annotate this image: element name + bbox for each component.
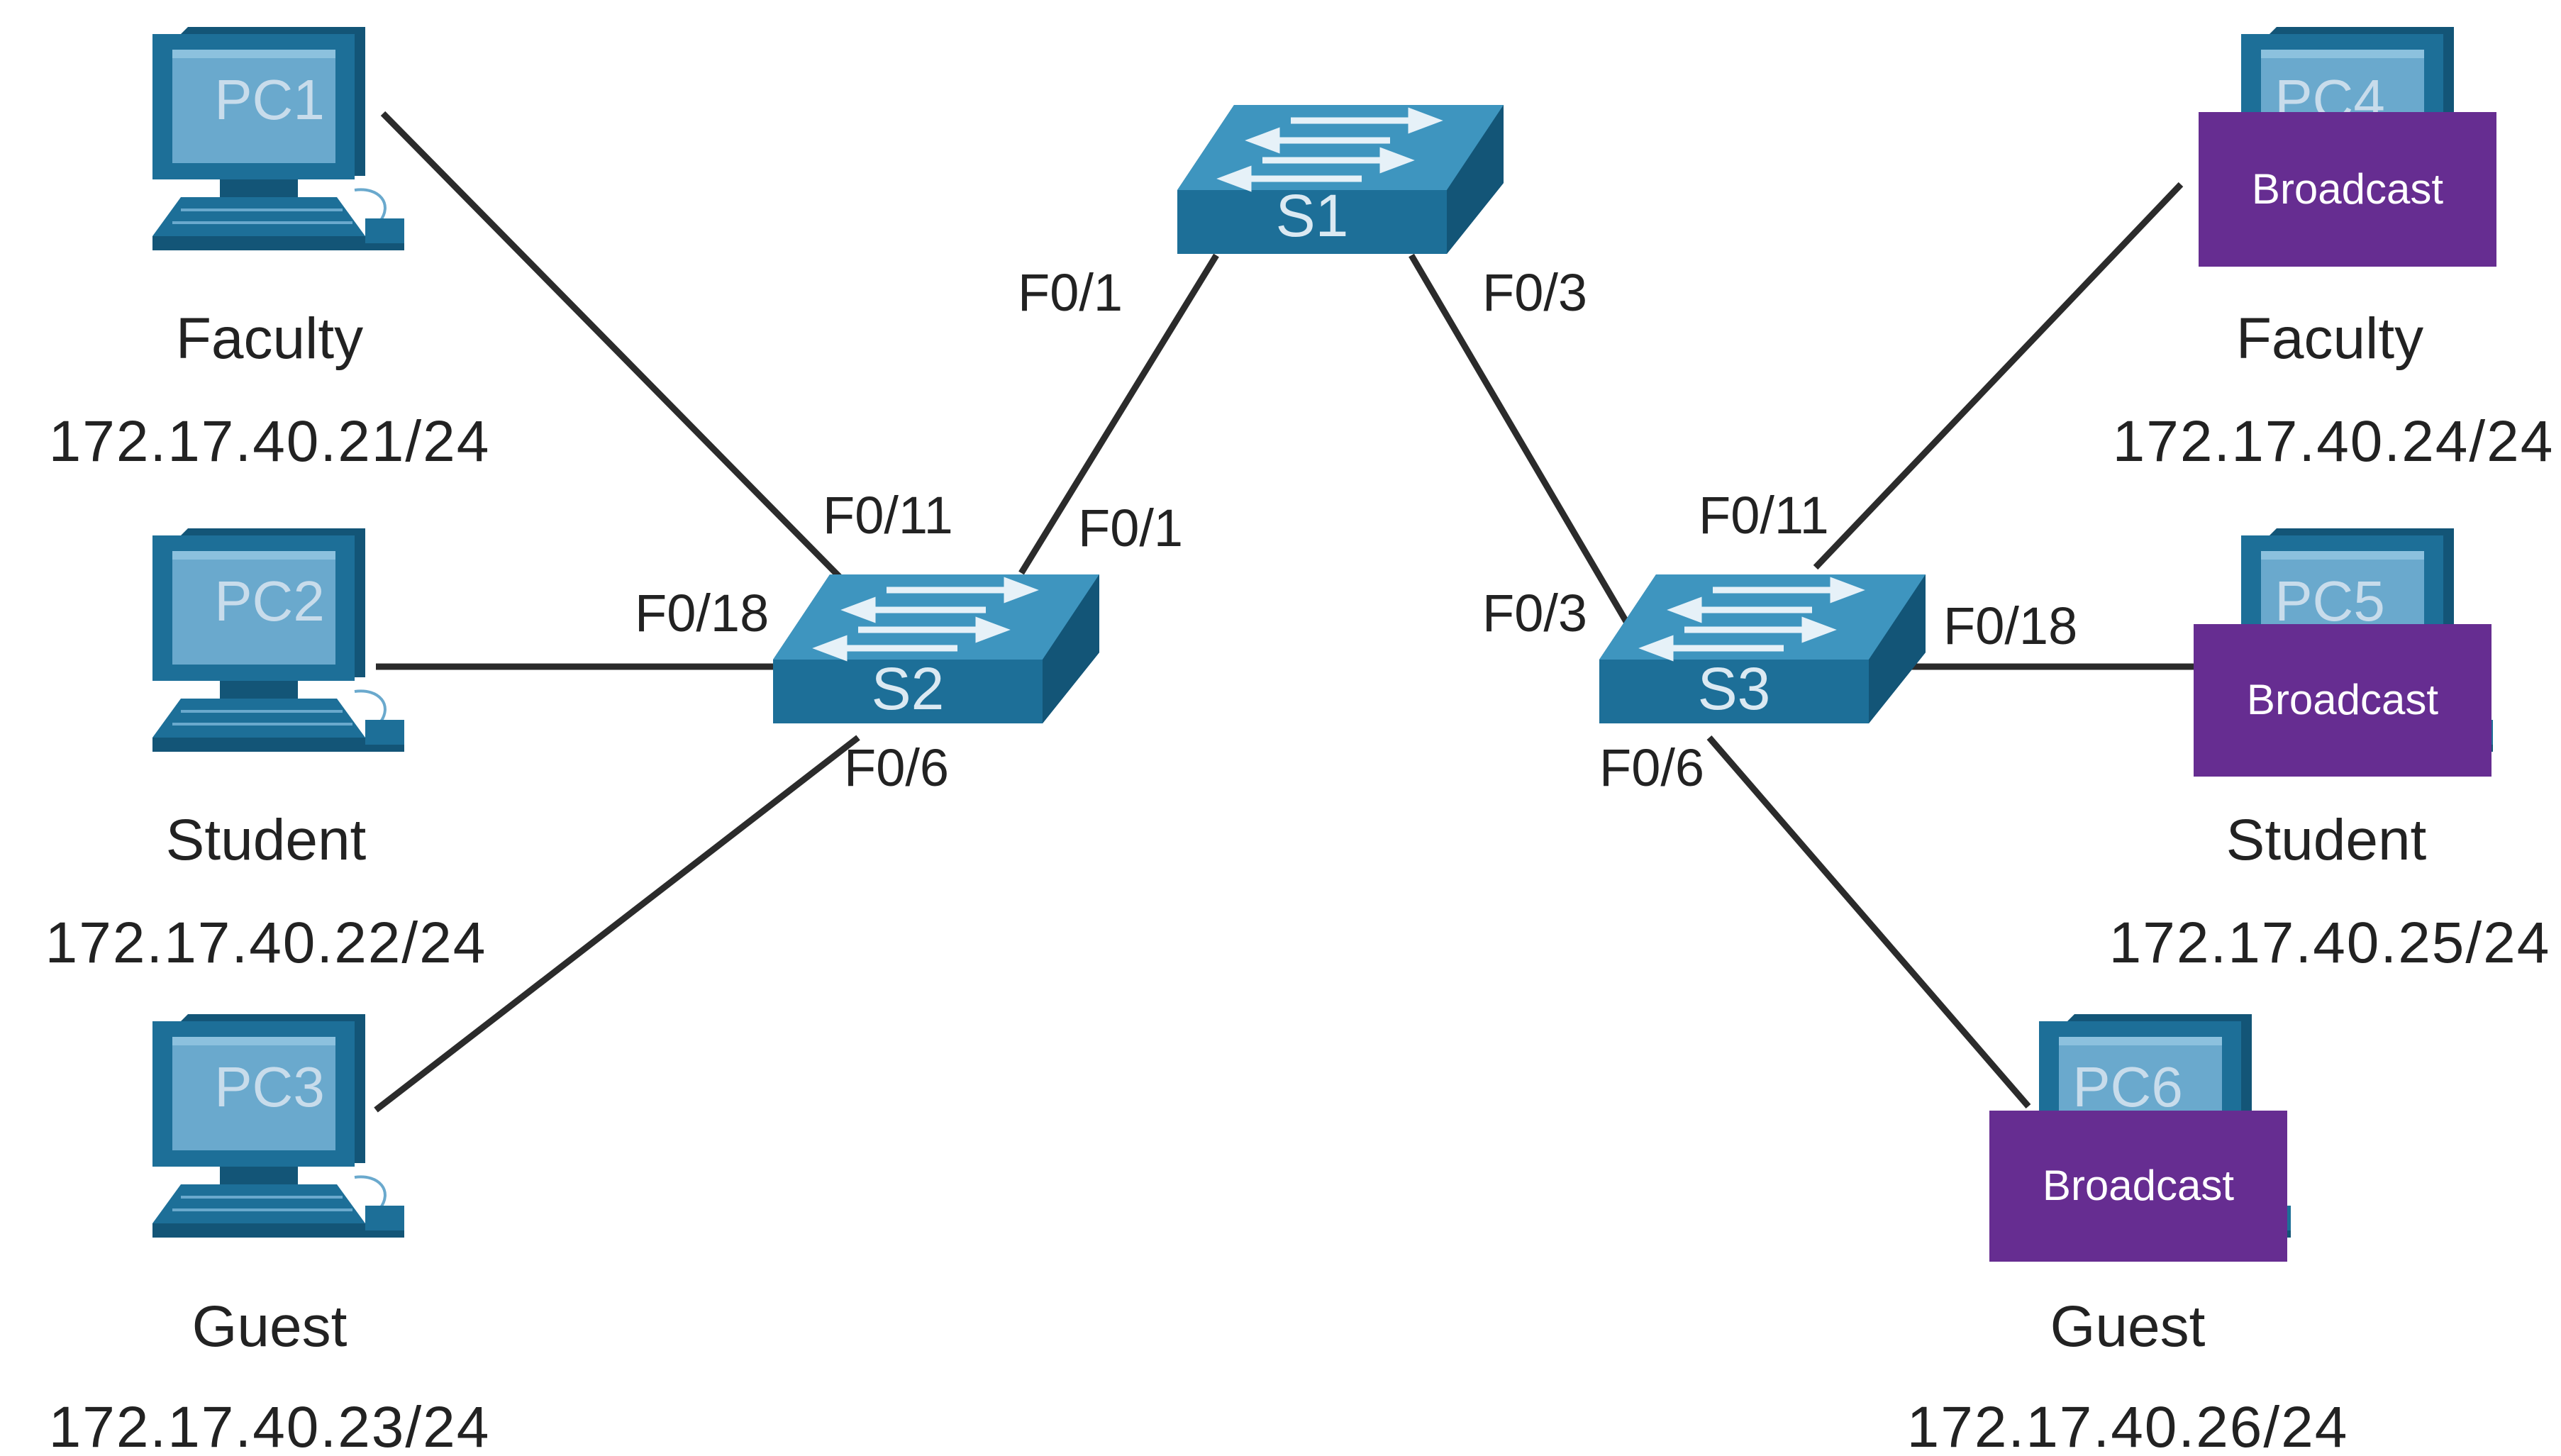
port-label-s1-left: F0/1: [1018, 263, 1123, 322]
pc5-broadcast-label: Broadcast: [2247, 676, 2438, 723]
pc1-icon: [151, 26, 406, 252]
pc6-broadcast-label: Broadcast: [2043, 1162, 2234, 1209]
pc3-ip: 172.17.40.23/24: [49, 1395, 491, 1456]
port-label-s3-uplink: F0/3: [1482, 584, 1587, 643]
switch-s2[interactable]: S2: [773, 574, 1099, 723]
link-pc6-s3: [1706, 735, 2031, 1108]
pc5[interactable]: PC5 Broadcast Student 172.17.40.25/24: [2109, 527, 2551, 975]
port-label-s1-right: F0/3: [1482, 263, 1587, 322]
pc4-role: Faculty: [2236, 306, 2423, 371]
link-s1-s2: [1018, 253, 1219, 575]
link-s1-s3: [1409, 253, 1631, 626]
pc5-ip: 172.17.40.25/24: [2109, 911, 2551, 975]
link-pc1-s2: [380, 111, 861, 599]
pc5-role: Student: [2226, 808, 2427, 872]
pc6-name: PC6: [2072, 1055, 2183, 1118]
port-label-s2-pc3: F0/6: [844, 738, 949, 797]
pc1-name: PC1: [214, 68, 325, 131]
pc5-broadcast-badge: [2194, 624, 2491, 777]
pc3-icon: [151, 1013, 406, 1239]
pc2-role: Student: [166, 808, 367, 872]
network-links: [374, 111, 2199, 1113]
switch-s2-label: S2: [872, 655, 945, 722]
port-label-s3-pc5: F0/18: [1943, 596, 2077, 655]
pc6-broadcast-badge: [1989, 1111, 2287, 1262]
port-label-s2-uplink: F0/1: [1078, 499, 1183, 557]
pc4-broadcast-badge: [2199, 112, 2496, 267]
switch-s1-label: S1: [1276, 182, 1349, 249]
pc3-role: Guest: [192, 1294, 348, 1359]
pc2-ip: 172.17.40.22/24: [45, 911, 487, 975]
pc4-ip: 172.17.40.24/24: [2113, 409, 2555, 474]
pc1-ip: 172.17.40.21/24: [49, 409, 491, 474]
pc3-name: PC3: [214, 1055, 325, 1118]
switch-s3-label: S3: [1698, 655, 1771, 722]
port-label-s3-pc4: F0/11: [1699, 486, 1829, 545]
pc3[interactable]: PC3 Guest 172.17.40.23/24: [49, 1013, 491, 1456]
switch-s1[interactable]: S1: [1177, 105, 1504, 254]
pc4-broadcast-label: Broadcast: [2252, 165, 2443, 213]
pc2-name: PC2: [214, 569, 325, 633]
port-labels: F0/1 F0/3 F0/1 F0/11 F0/18 F0/6 F0/3 F0/…: [635, 263, 2077, 797]
port-label-s2-pc2: F0/18: [635, 584, 769, 643]
pc1[interactable]: PC1 Faculty 172.17.40.21/24: [49, 26, 491, 474]
pc6-ip: 172.17.40.26/24: [1907, 1395, 2349, 1456]
pc1-role: Faculty: [176, 306, 363, 371]
pc2[interactable]: PC2 Student 172.17.40.22/24: [45, 527, 487, 975]
switch-s3[interactable]: S3: [1599, 574, 1926, 723]
link-pc4-s3: [1813, 182, 2184, 570]
port-label-s3-pc6: F0/6: [1599, 738, 1704, 797]
port-label-s2-pc1: F0/11: [823, 486, 953, 545]
pc2-icon: [151, 527, 406, 753]
link-pc3-s2: [374, 735, 860, 1113]
pc4[interactable]: PC4 Broadcast Faculty 172.17.40.24/24: [2113, 26, 2555, 474]
pc5-name: PC5: [2274, 569, 2385, 633]
pc6-role: Guest: [2050, 1294, 2206, 1359]
pc6[interactable]: PC6 Broadcast Guest 172.17.40.26/24: [1907, 1013, 2349, 1456]
